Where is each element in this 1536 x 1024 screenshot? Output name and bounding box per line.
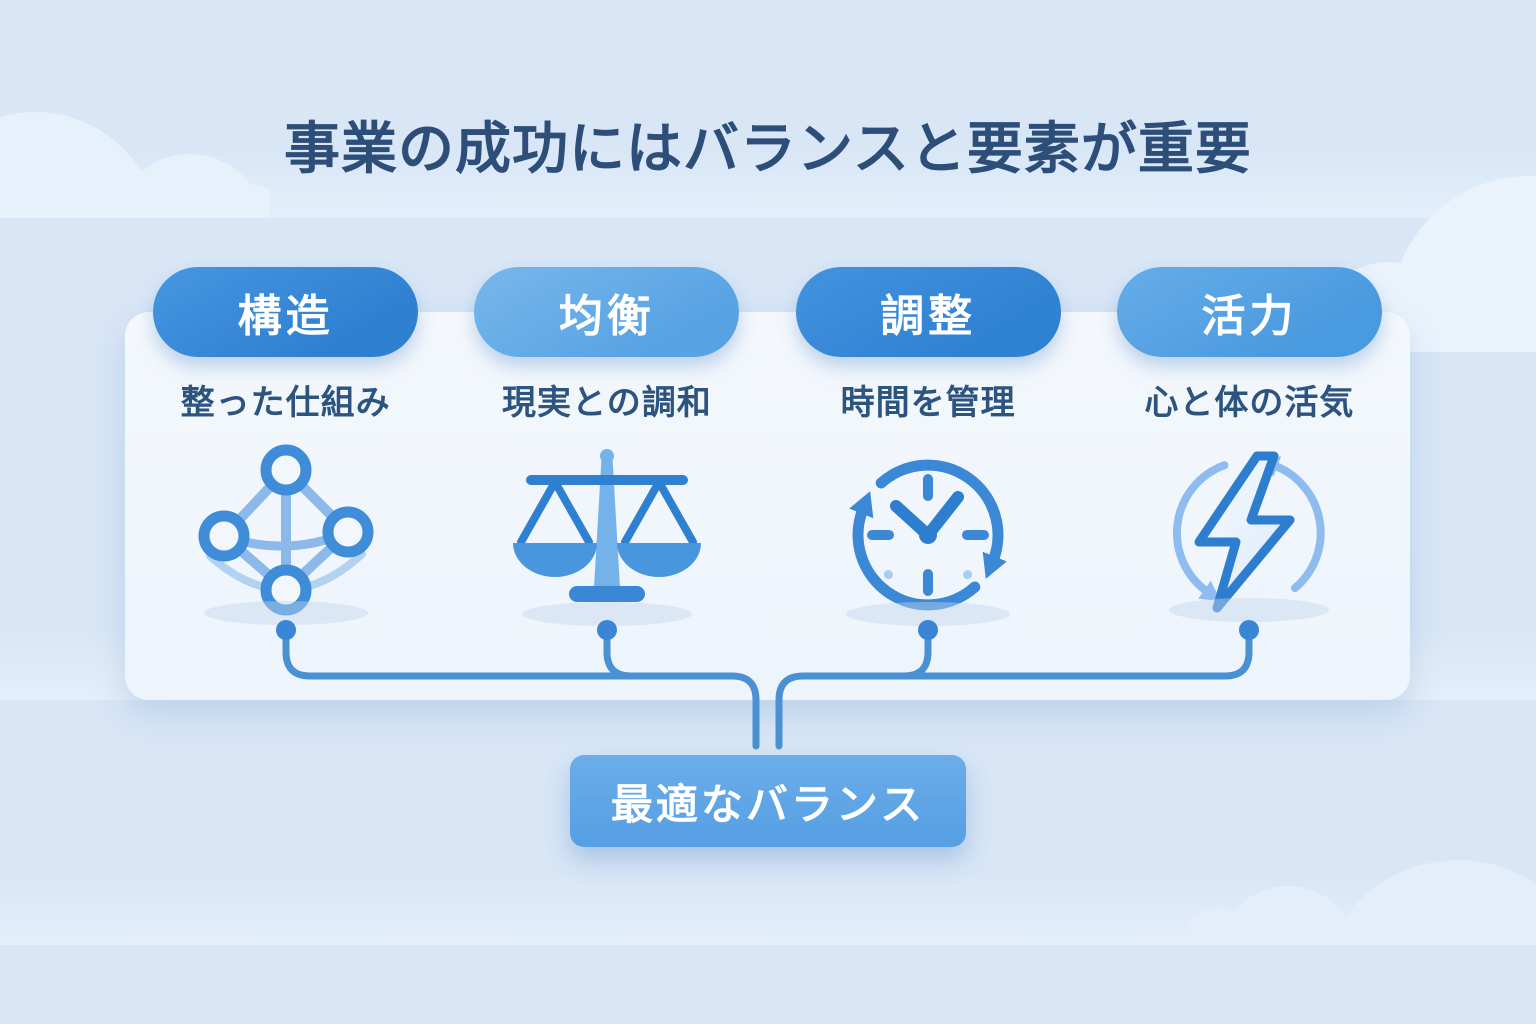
elements-card: 構造 整った仕組み [125, 267, 1410, 700]
lightning-energy-icon [1139, 440, 1359, 622]
pill-vitality: 活力 [1116, 267, 1382, 357]
pill-balance: 均衡 [474, 267, 740, 357]
column-balance: 均衡 現実との調和 [446, 267, 767, 622]
result-box: 最適なバランス [570, 755, 966, 847]
pill-structure: 構造 [153, 267, 419, 357]
column-structure: 構造 整った仕組み [125, 267, 446, 622]
clock-cycle-icon [818, 440, 1038, 622]
pill-adjustment: 調整 [795, 267, 1061, 357]
page-title: 事業の成功にはバランスと要素が重要 [284, 117, 1252, 180]
column-vitality: 活力 心と体の活気 [1089, 267, 1410, 622]
subtitle-vitality: 心と体の活気 [1144, 384, 1355, 422]
network-structure-icon [176, 440, 396, 622]
subtitle-adjustment: 時間を管理 [840, 384, 1016, 422]
balance-scale-icon [497, 440, 717, 622]
cloud-bottom-right [1190, 846, 1536, 945]
subtitle-structure: 整った仕組み [180, 384, 391, 422]
result-box-label: 最適なバランス [610, 780, 926, 828]
subtitle-balance: 現実との調和 [502, 384, 712, 422]
column-adjustment: 調整 時間を管理 [768, 267, 1089, 622]
sky-band-bottom [0, 875, 1536, 945]
